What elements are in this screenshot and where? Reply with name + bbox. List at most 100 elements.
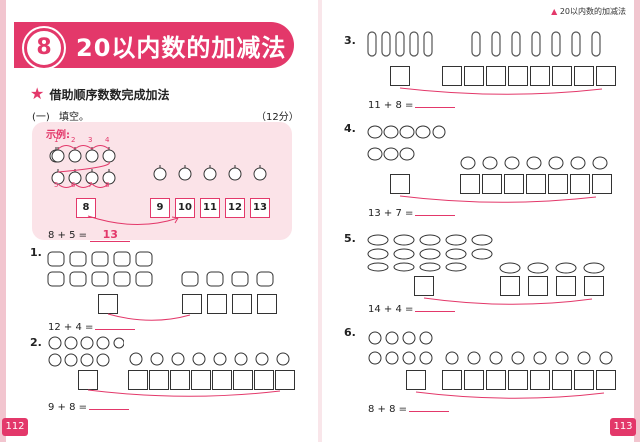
answer-box[interactable]: [464, 66, 484, 86]
equation-text: 8 + 8 =: [368, 404, 408, 415]
answer-box[interactable]: [508, 66, 528, 86]
answer-blank[interactable]: [415, 311, 456, 312]
equation-text: 11 + 8 =: [368, 100, 414, 111]
example-answer-box: 12: [225, 198, 245, 218]
answer-box[interactable]: [442, 66, 462, 86]
example-label: 示例:: [46, 130, 70, 141]
lesson-number: 8: [36, 35, 52, 60]
answer-box[interactable]: [191, 370, 211, 390]
question-number: 6.: [344, 326, 356, 339]
answer-box[interactable]: [128, 370, 148, 390]
answer-box[interactable]: [596, 66, 616, 86]
answer-box[interactable]: [504, 174, 524, 194]
right-page: ▲ 20以内数的加减法 3. 11 + 8 = 4. 13 + 7 =: [322, 0, 640, 442]
example-equation-text: 8 + 5 =: [48, 230, 88, 241]
count-label: 6: [71, 181, 76, 189]
answer-box[interactable]: [233, 370, 253, 390]
answer-box[interactable]: [574, 370, 594, 390]
arrow-icon: [87, 389, 281, 397]
example-answer-box: 13: [250, 198, 270, 218]
answer-box[interactable]: [442, 370, 462, 390]
answer-box[interactable]: [552, 66, 572, 86]
answer-box[interactable]: [464, 370, 484, 390]
fish-icon-group-added: [499, 262, 605, 274]
answer-box[interactable]: [596, 370, 616, 390]
page-number: 113: [610, 418, 636, 436]
answer-box[interactable]: [254, 370, 274, 390]
question-number: 3.: [344, 34, 356, 47]
answer-box[interactable]: [275, 370, 295, 390]
answer-box[interactable]: [486, 370, 506, 390]
answer-box[interactable]: [257, 294, 277, 314]
answer-blank[interactable]: [409, 411, 450, 412]
answer-box[interactable]: [149, 370, 169, 390]
answer-box[interactable]: [182, 294, 202, 314]
answer-box[interactable]: [508, 370, 528, 390]
left-page-edge: [0, 0, 6, 442]
answer-box[interactable]: [526, 174, 546, 194]
answer-box[interactable]: [78, 370, 98, 390]
question-number: 5.: [344, 232, 356, 245]
part-score: （12分）: [256, 112, 299, 123]
answer-box[interactable]: [486, 66, 506, 86]
section-title: 借助顺序数数完成加法: [49, 88, 170, 102]
answer-box[interactable]: [556, 276, 576, 296]
apple-icon-group-added: [445, 351, 613, 365]
example-answer-box: 9: [150, 198, 170, 218]
example-answer-box: 10: [175, 198, 195, 218]
answer-box[interactable]: [390, 174, 410, 194]
question-number: 2.: [30, 336, 42, 349]
answer-box[interactable]: [584, 276, 604, 296]
answer-box[interactable]: [460, 174, 480, 194]
question-number: 4.: [344, 122, 356, 135]
answer-box[interactable]: [232, 294, 252, 314]
part-title: 填空。: [59, 112, 89, 123]
answer-box[interactable]: [207, 294, 227, 314]
fish-icon-group: [367, 234, 493, 272]
equation-line: 14 + 4 =: [368, 304, 456, 315]
running-header-text: 20以内数的加减法: [559, 7, 626, 16]
basketball-icon-group: [48, 336, 124, 367]
arrow-icon: [423, 297, 593, 305]
arrow-icon: [399, 195, 597, 203]
answer-box[interactable]: [574, 66, 594, 86]
answer-blank[interactable]: [89, 409, 130, 410]
example-start-box: 8: [76, 198, 96, 218]
count-label: 2: [71, 136, 76, 144]
answer-box[interactable]: [570, 174, 590, 194]
question-number: 1.: [30, 246, 42, 259]
answer-box[interactable]: [530, 370, 550, 390]
answer-box[interactable]: [500, 276, 520, 296]
answer-blank[interactable]: [415, 107, 456, 108]
example-answer: 13: [90, 228, 131, 242]
answer-box[interactable]: [548, 174, 568, 194]
paperclip-icon-group: [367, 31, 601, 57]
answer-box[interactable]: [552, 370, 572, 390]
answer-box[interactable]: [406, 370, 426, 390]
arrow-icon: [107, 313, 191, 321]
answer-box[interactable]: [170, 370, 190, 390]
equation-line: 9 + 8 =: [48, 402, 130, 413]
example-answer-box: 11: [200, 198, 220, 218]
answer-box[interactable]: [390, 66, 410, 86]
right-page-edge: [634, 0, 640, 442]
answer-box[interactable]: [530, 66, 550, 86]
answer-box[interactable]: [528, 276, 548, 296]
answer-box[interactable]: [98, 294, 118, 314]
answer-box[interactable]: [482, 174, 502, 194]
count-label: 8: [105, 181, 110, 189]
example-apple-grid: [48, 140, 128, 200]
header-marker-icon: ▲: [551, 7, 558, 16]
example-equation: 8 + 5 = 13: [48, 228, 131, 242]
lesson-number-badge: 8: [24, 28, 64, 68]
equation-text: 13 + 7 =: [368, 208, 414, 219]
answer-box[interactable]: [592, 174, 612, 194]
basketball-icon-group-added: [129, 352, 290, 366]
acorn-icon-group: [367, 125, 446, 161]
answer-blank[interactable]: [95, 329, 136, 330]
answer-box[interactable]: [414, 276, 434, 296]
answer-blank[interactable]: [415, 215, 456, 216]
part-header: (一) 填空。: [32, 108, 89, 123]
count-label: 7: [88, 181, 93, 189]
answer-box[interactable]: [212, 370, 232, 390]
